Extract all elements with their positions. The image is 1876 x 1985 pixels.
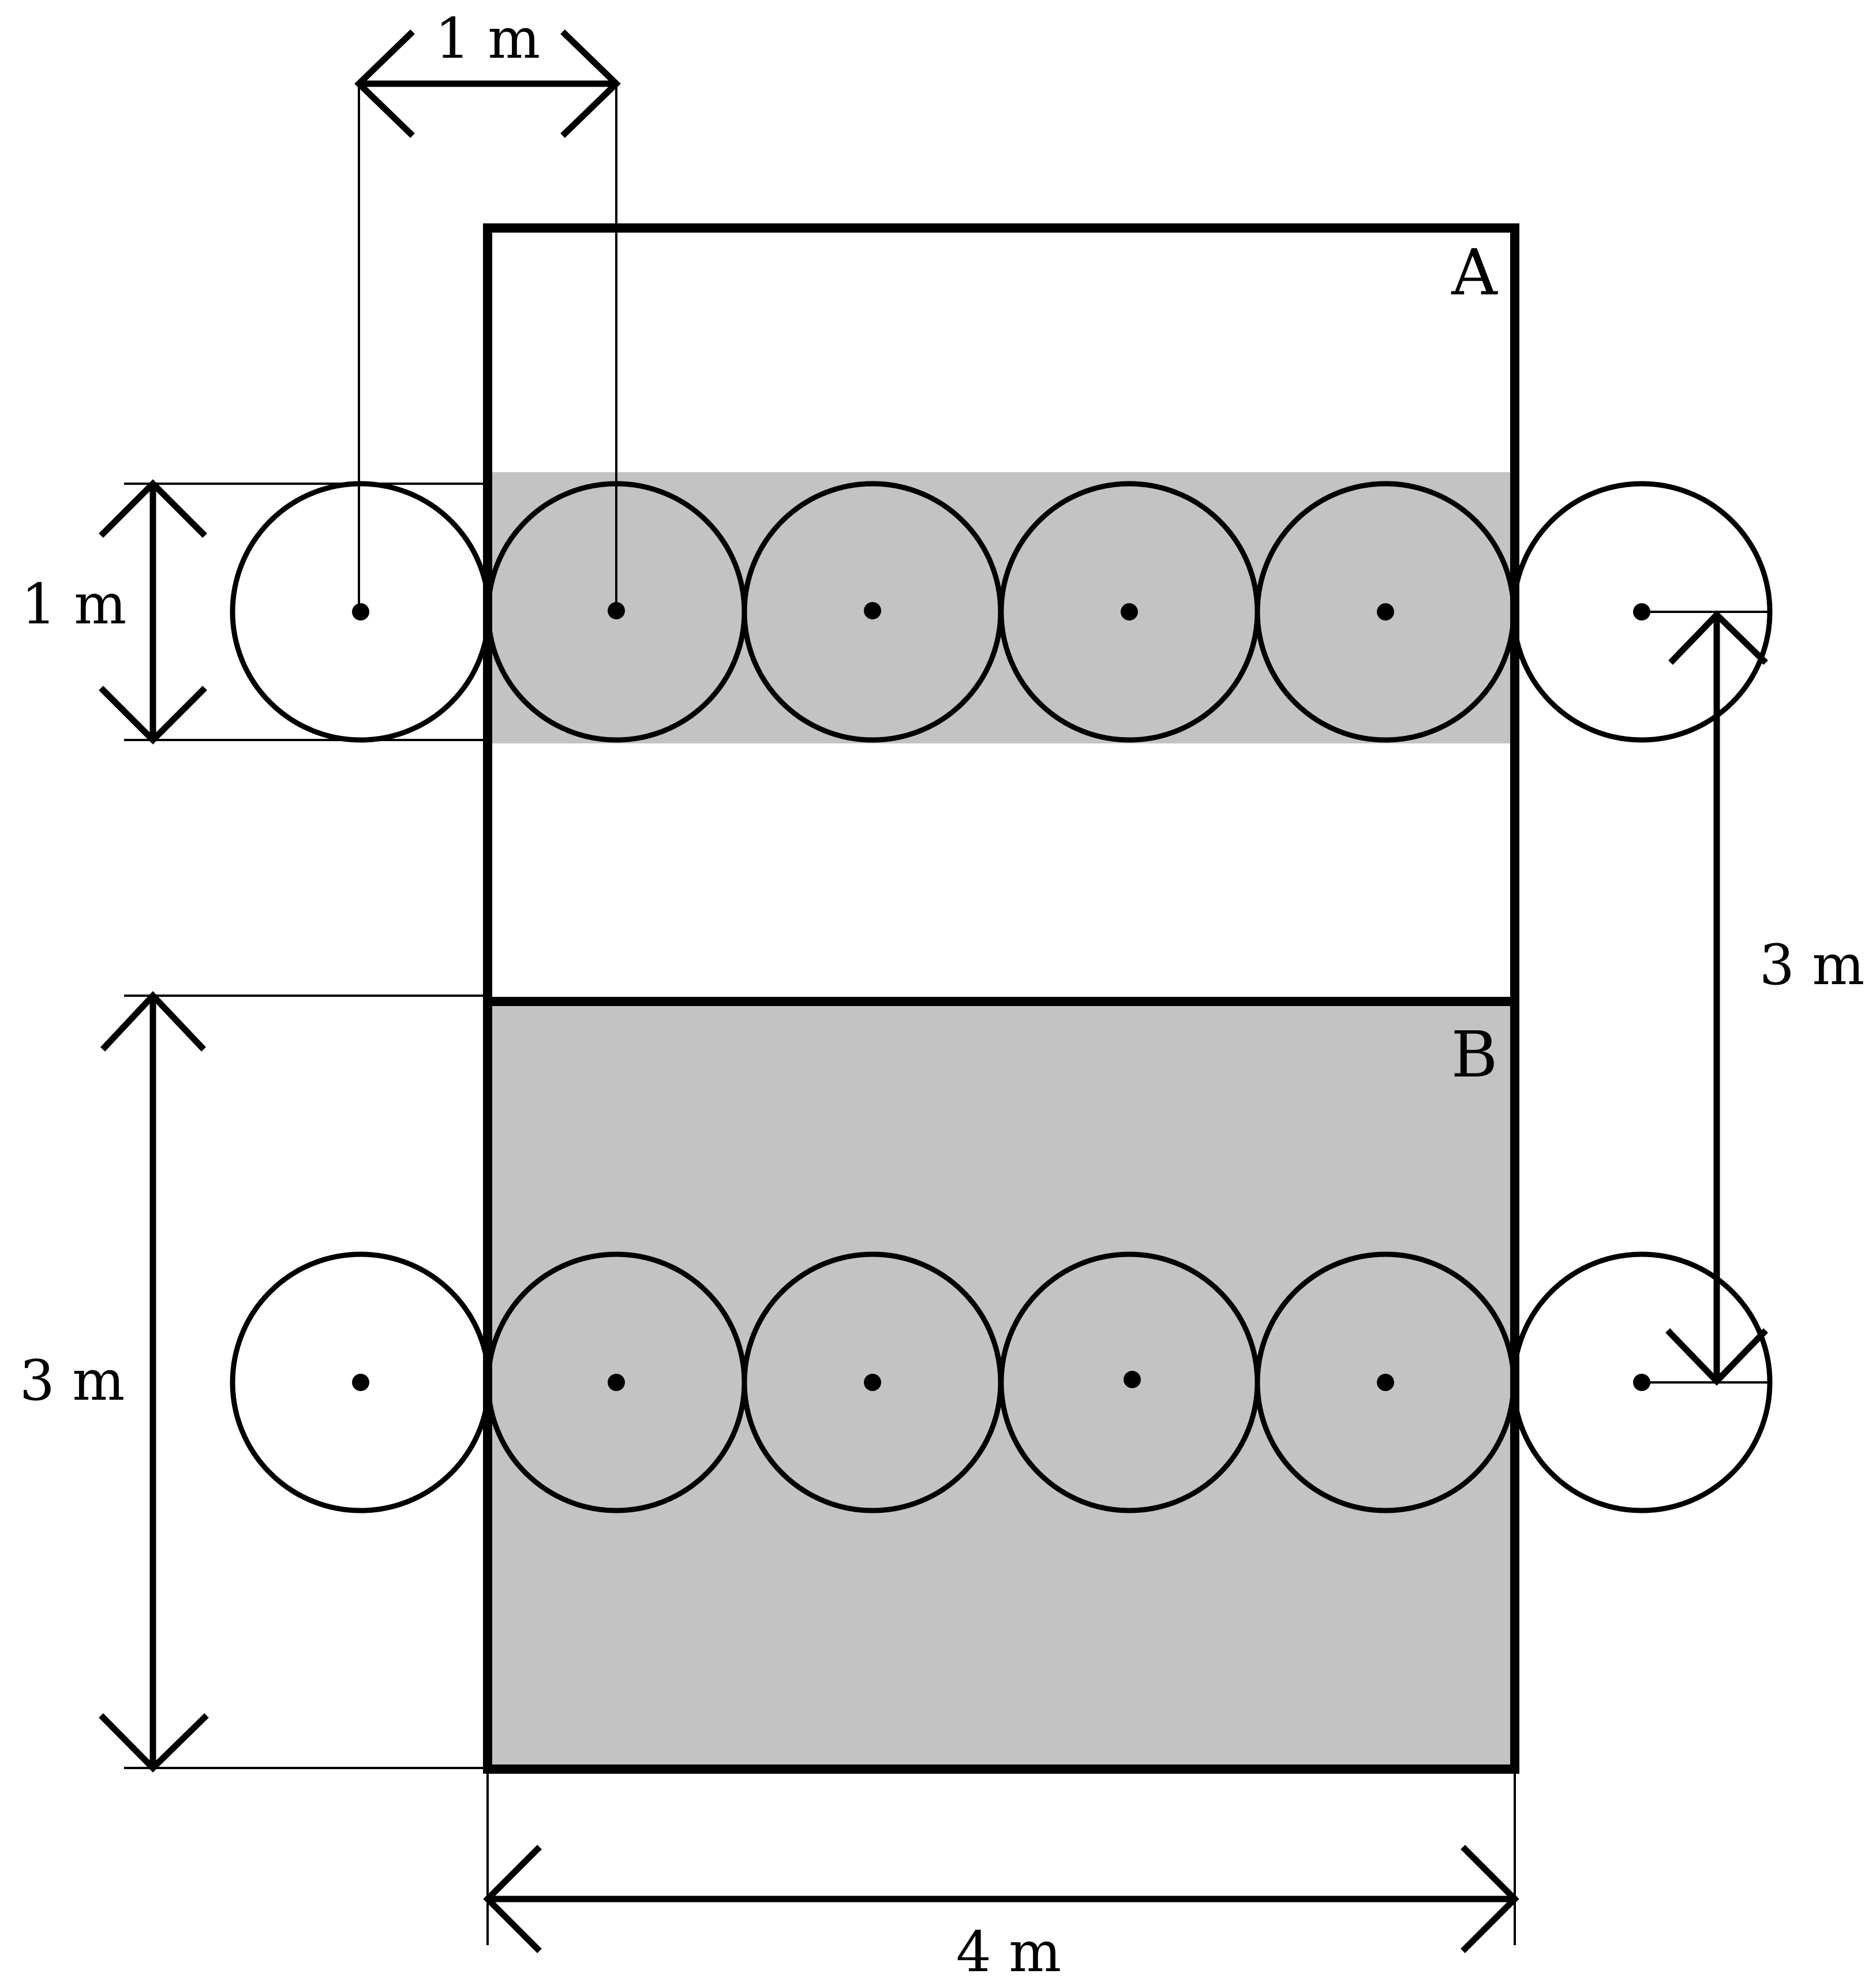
label-top-spacing: 1 m	[435, 6, 541, 71]
arrowhead-down	[99, 686, 207, 745]
arrowhead-up	[1668, 610, 1768, 665]
center-dot	[864, 602, 881, 619]
center-dot	[1121, 603, 1138, 620]
label-right-row-gap: 3 m	[1759, 933, 1865, 997]
arrowhead-up	[100, 990, 206, 1052]
center-dot	[1124, 1371, 1141, 1388]
dim-top-spacing	[354, 29, 621, 611]
center-dot	[1377, 1374, 1394, 1391]
center-dot	[608, 1374, 625, 1391]
arrowhead-down	[99, 1713, 209, 1773]
label-bottom-width: 4 m	[956, 1920, 1062, 1984]
label-left-region-b: 3 m	[20, 1348, 125, 1413]
dim-right-row-gap	[1642, 610, 1769, 1386]
label-region-a: A	[1451, 235, 1498, 309]
circle-row-bottom	[230, 1251, 1773, 1513]
dim-left-region-b	[99, 990, 488, 1773]
center-dot	[352, 1374, 369, 1391]
arrowhead-left	[483, 1845, 542, 1953]
arrowhead-right	[560, 29, 621, 138]
arrowhead-left	[354, 29, 415, 138]
dim-left-strip	[99, 479, 488, 745]
label-left-strip: 1 m	[21, 572, 127, 637]
dim-bottom-width	[483, 1769, 1519, 1953]
arrowhead-down	[1665, 1328, 1768, 1386]
center-dot	[352, 603, 369, 620]
arrowhead-right	[1461, 1845, 1519, 1953]
center-dot	[1377, 603, 1394, 620]
circle-centers-top	[352, 602, 1650, 620]
center-dot	[864, 1374, 881, 1391]
arrowhead-up	[99, 479, 207, 538]
circle-centers-bottom	[352, 1371, 1650, 1391]
circle-bottom-6	[1511, 1251, 1773, 1513]
label-region-b: B	[1451, 1018, 1498, 1091]
circle-top-6	[1511, 481, 1773, 743]
